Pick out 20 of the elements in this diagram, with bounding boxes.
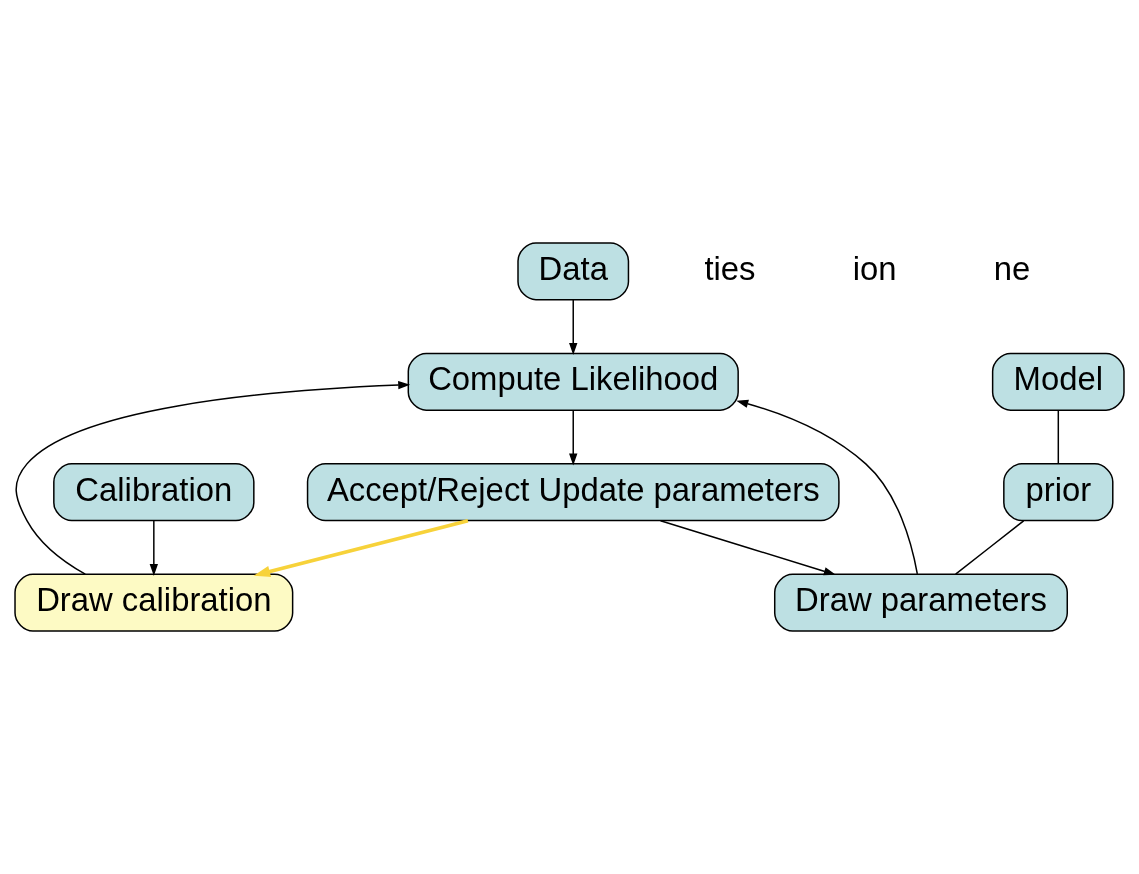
- connector: [954, 520, 1025, 575]
- arrow: [569, 409, 578, 466]
- node-box: Model: [991, 352, 1125, 411]
- arrow: [149, 520, 158, 576]
- arrow: [569, 299, 578, 356]
- label: ties: [704, 249, 756, 287]
- node-box: Compute Likelihood: [407, 352, 739, 411]
- node-box: Accept/Reject Update parameters: [306, 463, 840, 522]
- node-box: Draw calibration: [14, 573, 294, 632]
- label: ne: [993, 249, 1031, 287]
- label: ion: [852, 249, 897, 287]
- arrow: [659, 519, 836, 576]
- node-box: prior: [1003, 463, 1114, 522]
- node-box: Data: [517, 242, 630, 301]
- node-box: Calibration: [53, 463, 255, 522]
- node-box: Draw parameters: [773, 573, 1068, 632]
- connector: [1057, 409, 1060, 464]
- arrow: [736, 399, 919, 575]
- arrow: [253, 518, 469, 578]
- arrow: [15, 380, 411, 575]
